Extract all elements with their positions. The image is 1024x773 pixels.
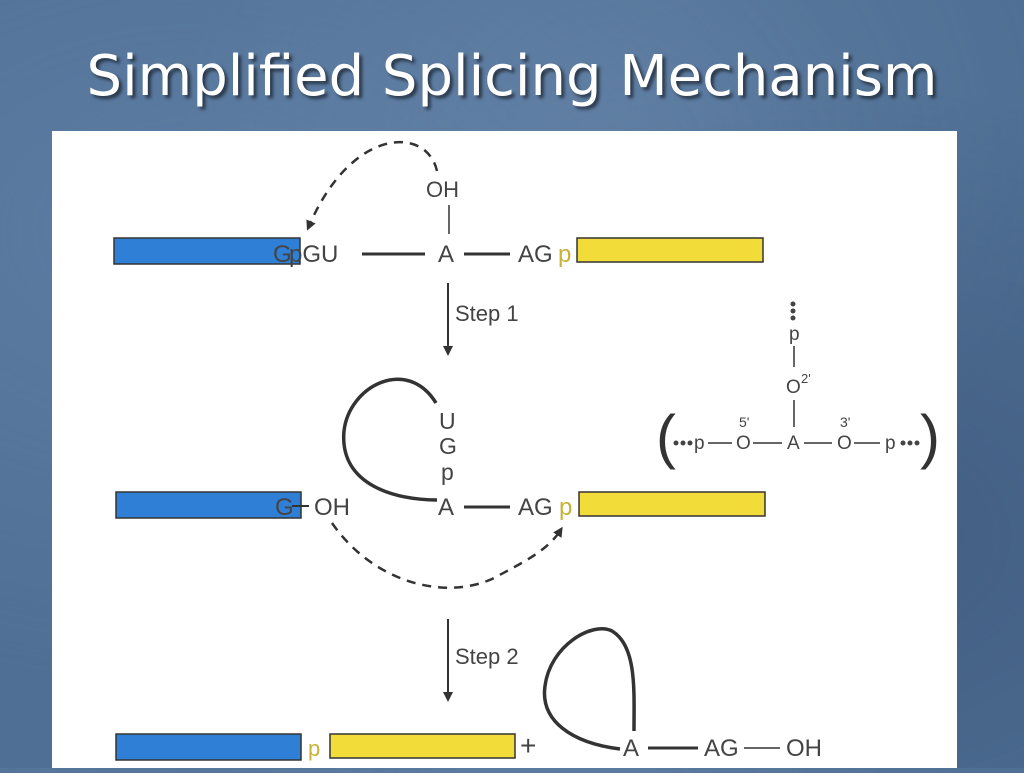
row2-p-link: p xyxy=(441,459,454,485)
inset-o3-label: 3' xyxy=(840,414,850,430)
row1-attack-arrow xyxy=(306,141,439,231)
exon2-bar-row2 xyxy=(578,491,766,517)
exon1-bar-row1 xyxy=(113,237,301,265)
inset-left-p: p xyxy=(694,433,705,454)
row2-lariat-loop xyxy=(342,377,438,502)
inset-o5: O xyxy=(736,433,751,454)
row2-a: A xyxy=(438,494,454,521)
inset-o2: O xyxy=(786,377,801,398)
row2-ag: AG xyxy=(518,494,553,521)
step1-label: Step 1 xyxy=(455,301,519,326)
exon1-bar-row3 xyxy=(115,733,302,761)
exon2-bar-row1 xyxy=(576,237,764,263)
inset-right-paren: ) xyxy=(920,403,940,470)
row1-ag: AG xyxy=(518,241,553,268)
row3-p: p xyxy=(308,736,320,761)
row1-oh: OH xyxy=(426,177,459,202)
diagram-panel: G pGU A AG p OH Step 1 U G p G OH A AG p xyxy=(52,131,957,768)
exon1-bar-row2 xyxy=(115,491,302,519)
row3-plus: + xyxy=(520,730,536,761)
row1-pgu: pGU xyxy=(289,241,338,268)
inset-right-p: p xyxy=(885,433,896,454)
row1-g: G xyxy=(273,241,292,268)
row2-g: G xyxy=(275,494,294,521)
step2-label: Step 2 xyxy=(455,644,519,669)
row2-oh: OH xyxy=(314,494,350,521)
splicing-diagram: G pGU A AG p OH Step 1 U G p G OH A AG p xyxy=(113,141,940,762)
inset-o3: O xyxy=(837,433,852,454)
row2-u: U xyxy=(439,408,456,434)
slide-title: Simplified Splicing Mechanism xyxy=(86,44,938,109)
inset-left-paren: ( xyxy=(656,403,676,470)
row3-a: A xyxy=(623,735,639,762)
row2-g2: G xyxy=(439,433,457,459)
row3-lariat-loop xyxy=(542,627,636,751)
branch-point-inset: p O 2' ( p 5' O A 3' O p ) xyxy=(656,301,940,470)
row2-attack-arrow xyxy=(330,522,563,589)
exon2-bar-row3 xyxy=(329,733,516,759)
row3-oh: OH xyxy=(786,735,822,762)
row1-p: p xyxy=(558,241,571,268)
inset-a: A xyxy=(787,433,800,454)
row1-a: A xyxy=(438,241,454,268)
inset-o5-label: 5' xyxy=(739,414,749,430)
inset-top-p: p xyxy=(789,324,800,345)
row3-ag: AG xyxy=(704,735,739,762)
row2-p2: p xyxy=(559,494,572,521)
inset-o2-sup: 2' xyxy=(801,371,811,386)
